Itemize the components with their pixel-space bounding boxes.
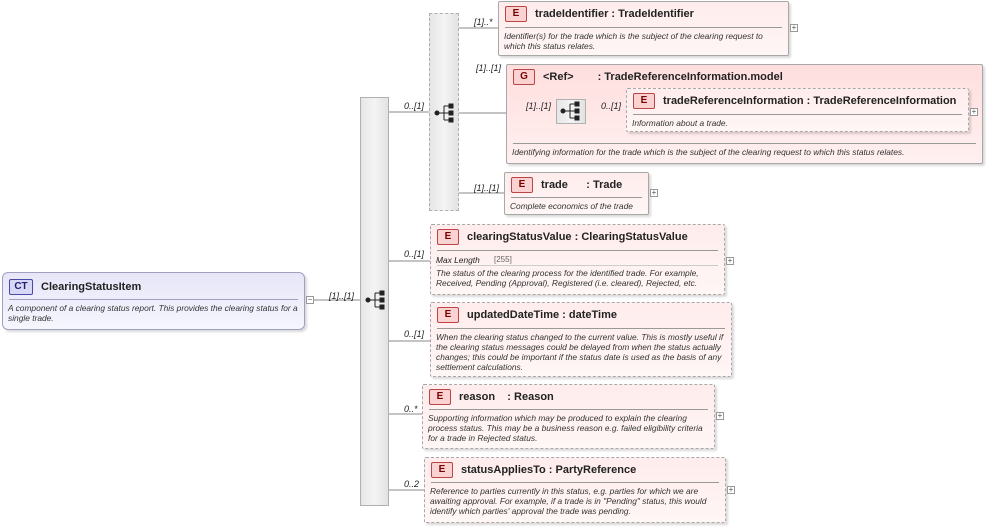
element-clearing-status-value[interactable]: E clearingStatusValue : ClearingStatusVa… xyxy=(430,224,725,295)
expand-clearing-status-value-button[interactable]: + xyxy=(726,256,734,265)
element-icon: E xyxy=(511,177,533,193)
facet-max-length-label: Max Length xyxy=(436,255,480,265)
clearing-status-value-title: clearingStatusValue : ClearingStatusValu… xyxy=(467,231,688,243)
separator xyxy=(511,197,642,198)
element-icon: E xyxy=(429,389,451,405)
ref-label: <Ref> xyxy=(543,71,574,83)
separator xyxy=(513,143,976,144)
element-status-applies-to[interactable]: E statusAppliesTo : PartyReference Refer… xyxy=(424,457,726,523)
clearing-status-value-header: E clearingStatusValue : ClearingStatusVa… xyxy=(437,229,688,245)
status-applies-to-description: Reference to parties currently in this s… xyxy=(430,486,707,516)
separator xyxy=(505,27,782,28)
root-sequence-multiplicity: [1]..[1] xyxy=(329,291,355,301)
trade-identifier-title: tradeIdentifier : TradeIdentifier xyxy=(535,8,694,20)
element-trade-reference-information[interactable]: E tradeReferenceInformation : TradeRefer… xyxy=(626,88,969,132)
sequence-icon xyxy=(365,290,385,310)
element-icon: E xyxy=(431,462,453,478)
trade-title: trade : Trade xyxy=(541,179,623,191)
trade-identifier-description: Identifier(s) for the trade which is the… xyxy=(504,31,763,51)
choice-multiplicity: 0..[1] xyxy=(404,101,425,111)
expand-status-applies-to-button[interactable]: + xyxy=(727,485,735,494)
reason-header: E reason : Reason xyxy=(429,389,554,405)
separator xyxy=(437,265,718,266)
reason-description: Supporting information which may be prod… xyxy=(428,413,703,443)
trade-reference-information-header: E tradeReferenceInformation : TradeRefer… xyxy=(633,93,956,109)
root-header: CT ClearingStatusItem xyxy=(9,279,141,295)
inner-sequence-icon xyxy=(434,103,454,123)
expand-trade-button[interactable]: + xyxy=(650,188,658,197)
status-applies-to-multiplicity: 0..2 xyxy=(404,479,420,489)
trade-reference-information-description: Information about a trade. xyxy=(632,118,728,128)
separator xyxy=(437,250,718,251)
status-applies-to-header: E statusAppliesTo : PartyReference xyxy=(431,462,636,478)
status-applies-to-title: statusAppliesTo : PartyReference xyxy=(461,464,637,476)
updated-date-time-header: E updatedDateTime : dateTime xyxy=(437,307,617,323)
element-icon: E xyxy=(437,307,459,323)
reason-multiplicity: 0..* xyxy=(404,404,418,414)
root-title: ClearingStatusItem xyxy=(41,281,142,293)
complex-type-icon: CT xyxy=(9,279,33,295)
facet-max-length-value: [255] xyxy=(494,255,512,264)
ref-group-multiplicity: [1]..[1] xyxy=(476,63,502,73)
ref-group-header: G <Ref> : TradeReferenceInformation.mode… xyxy=(513,69,783,85)
ref-group-description: Identifying information for the trade wh… xyxy=(512,147,905,157)
separator xyxy=(429,409,708,410)
element-icon: E xyxy=(633,93,655,109)
collapse-root-button[interactable]: − xyxy=(306,295,314,304)
element-trade[interactable]: E trade : Trade Complete economics of th… xyxy=(504,172,649,215)
expand-reason-button[interactable]: + xyxy=(716,411,724,420)
element-icon: E xyxy=(437,229,459,245)
trade-description: Complete economics of the trade xyxy=(510,201,633,211)
ref-group-type: : TradeReferenceInformation.model xyxy=(597,71,783,83)
trade-reference-information-multiplicity: 0..[1] xyxy=(601,101,622,111)
separator xyxy=(633,114,962,115)
clearing-status-value-multiplicity: 0..[1] xyxy=(404,249,425,259)
root-description: A component of a clearing status report.… xyxy=(8,303,298,323)
ref-inner-multiplicity: [1]..[1] xyxy=(526,101,552,111)
expand-trade-reference-information-button[interactable]: + xyxy=(970,107,978,116)
root-complex-type[interactable]: CT ClearingStatusItem A component of a c… xyxy=(2,272,305,330)
trade-reference-information-title: tradeReferenceInformation : TradeReferen… xyxy=(663,95,957,107)
separator xyxy=(437,328,725,329)
expand-trade-identifier-button[interactable]: + xyxy=(790,23,798,32)
trade-multiplicity: [1]..[1] xyxy=(474,183,500,193)
element-reason[interactable]: E reason : Reason Supporting information… xyxy=(422,384,715,449)
updated-date-time-description: When the clearing status changed to the … xyxy=(436,332,724,372)
element-updated-date-time[interactable]: E updatedDateTime : dateTime When the cl… xyxy=(430,302,732,377)
updated-date-time-multiplicity: 0..[1] xyxy=(404,329,425,339)
element-icon: E xyxy=(505,6,527,22)
trade-header: E trade : Trade xyxy=(511,177,622,193)
updated-date-time-title: updatedDateTime : dateTime xyxy=(467,309,617,321)
element-trade-identifier[interactable]: E tradeIdentifier : TradeIdentifier Iden… xyxy=(498,1,789,56)
trade-identifier-header: E tradeIdentifier : TradeIdentifier xyxy=(505,6,694,22)
trade-identifier-multiplicity: [1]..* xyxy=(474,17,493,27)
root-separator xyxy=(9,299,298,300)
clearing-status-value-description: The status of the clearing process for t… xyxy=(436,268,699,288)
separator xyxy=(431,482,719,483)
ref-sequence-icon xyxy=(560,101,580,121)
reason-title: reason : Reason xyxy=(459,391,554,403)
group-icon: G xyxy=(513,69,535,85)
